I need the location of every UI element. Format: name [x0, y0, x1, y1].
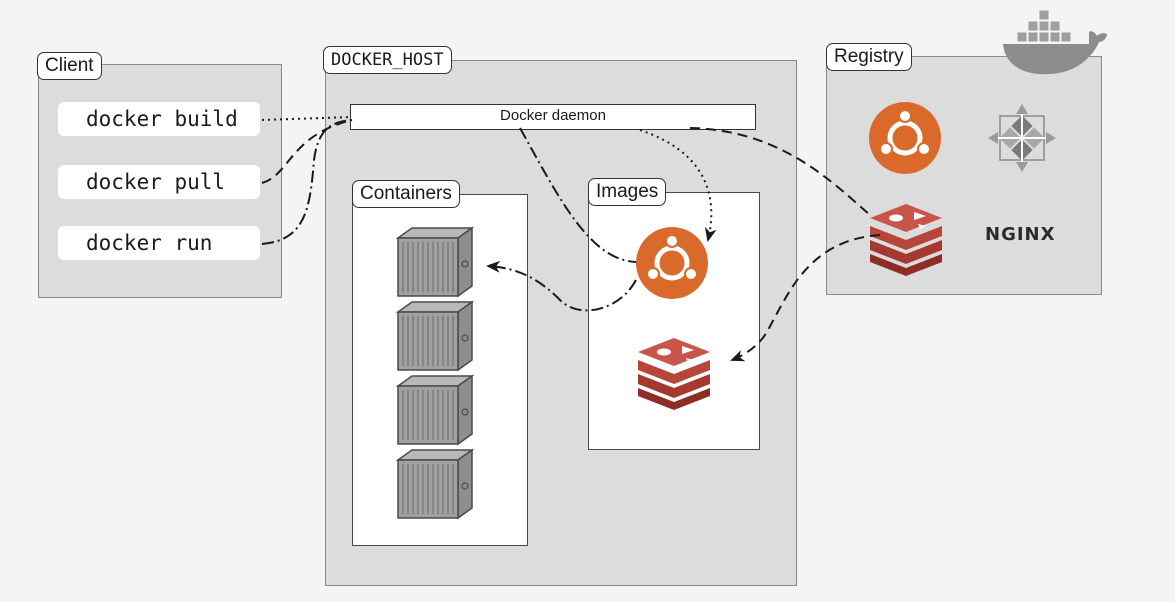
registry-panel [826, 56, 1102, 295]
docker-pull-command[interactable]: docker pull [58, 165, 260, 199]
containers-panel [352, 194, 528, 546]
docker-run-command[interactable]: docker run [58, 226, 260, 260]
registry-title: Registry [826, 43, 912, 71]
docker-build-command[interactable]: docker build [58, 102, 260, 136]
docker-daemon-bar: Docker daemon [350, 104, 756, 130]
containers-title: Containers [352, 180, 460, 208]
nginx-logo-text: NGINX [985, 224, 1056, 245]
client-title: Client [37, 52, 102, 80]
images-panel [588, 192, 760, 450]
docker-host-title: DOCKER_HOST [323, 46, 452, 74]
images-title: Images [588, 178, 667, 206]
